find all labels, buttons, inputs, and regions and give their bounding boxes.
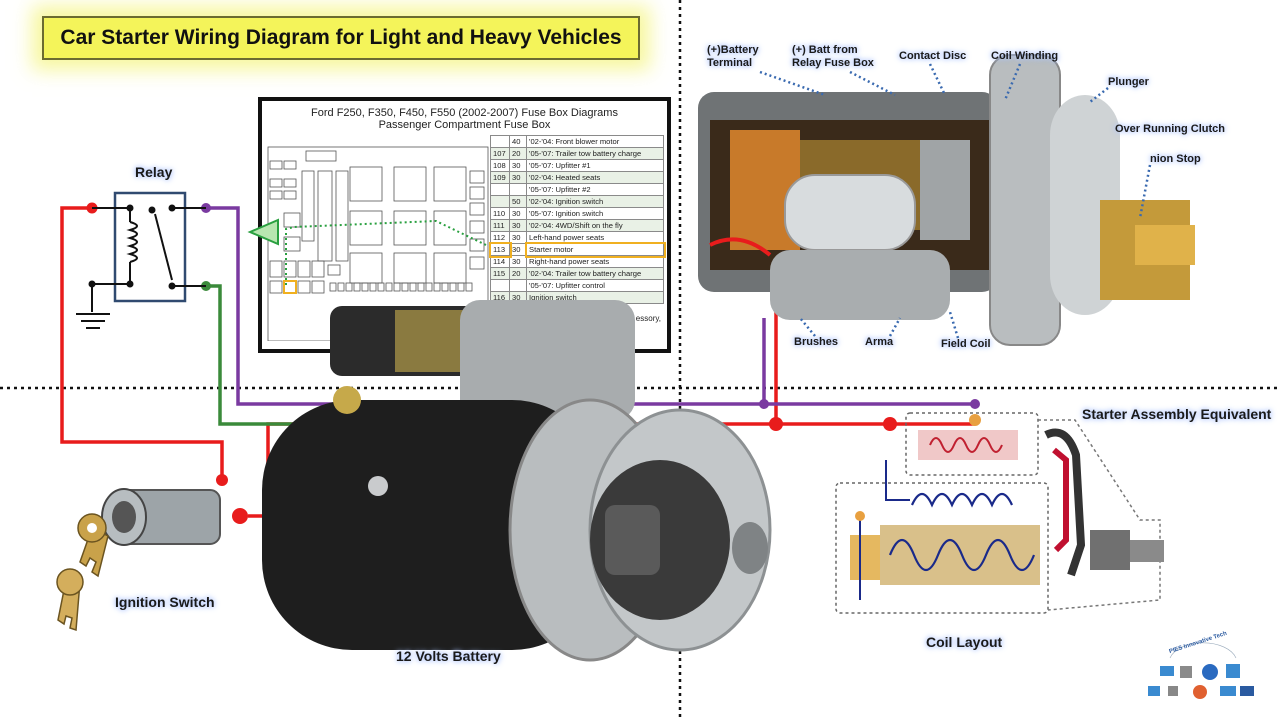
fuse-box-subheading: Passenger Compartment Fuse Box [378, 119, 551, 131]
red-terminal-ignition [216, 474, 228, 486]
batt-relay-label: (+) Batt from Relay Fuse Box [792, 44, 874, 69]
fuse-cell-desc: '02-'04: Heated seats [526, 171, 664, 184]
armature-label: Arma [865, 336, 894, 348]
ignition-switch-drawing [56, 488, 221, 632]
green-wire [206, 284, 300, 426]
starter-motor-drawing [262, 300, 772, 662]
relay-label: Relay [135, 164, 173, 180]
contact-disc-label: Contact Disc [899, 50, 967, 62]
overrunning-clutch-label: Over Running Clutch [1115, 123, 1225, 135]
fuse-box-title: Ford F250, F350, F450, F550 (2002-2007) … [262, 107, 667, 131]
battery-label: 12 Volts Battery [396, 648, 501, 664]
fuse-box-heading: Ford F250, F350, F450, F550 (2002-2007) … [311, 107, 618, 119]
brand-logo-graphic [1148, 642, 1254, 699]
pinion-stop-label: nion Stop [1150, 153, 1201, 165]
coil-layout-label: Coil Layout [926, 634, 1003, 650]
starter-cutaway-drawing [698, 54, 1195, 346]
fuse-box-layout-drawing [267, 146, 489, 341]
brand-logo: PIES Innovative Tech [1140, 631, 1260, 702]
title-banner: Car Starter Wiring Diagram for Light and… [42, 16, 640, 60]
fuse-cell-fuse: 109 [490, 171, 510, 184]
red-wire-ignition [60, 206, 224, 478]
coil-winding-label: Coil Winding [991, 50, 1059, 62]
fuse-cell-amp: 30 [509, 219, 527, 232]
fuse-cell-desc: '02-'04: Ignition switch [526, 195, 664, 208]
fuse-to-relay-arrow [247, 218, 279, 246]
red-terminal-battery [232, 508, 248, 524]
red-junction [769, 417, 783, 431]
brushes-label: Brushes [794, 336, 839, 348]
purple-junction [759, 399, 769, 409]
fuse-cell-fuse: 107 [490, 147, 510, 160]
field-coil-label: Field Coil [941, 338, 991, 350]
fuse-overflow-text: essory, [635, 314, 661, 323]
red-junction-coil [883, 417, 897, 431]
fuse-cell-amp: 30 [509, 171, 527, 184]
starter-assembly-label: Starter Assembly Equivalent [1082, 406, 1272, 422]
fuse-cell-desc: '05-'07: Trailer tow battery charge [526, 147, 664, 160]
battery-terminal-label: (+)Battery Terminal [707, 44, 759, 69]
purple-junction-coil [970, 399, 980, 409]
ground-symbol [76, 313, 110, 329]
plunger-label: Plunger [1108, 76, 1149, 88]
fuse-cell-amp: 20 [509, 147, 527, 160]
fuse-cell-fuse: 115 [490, 267, 510, 280]
relay-symbol [91, 191, 206, 312]
fuse-cell-amp: 30 [509, 243, 527, 256]
coil-layout-drawing [835, 412, 1164, 614]
fuse-row: 50'02-'04: Ignition switch [490, 195, 664, 208]
fuse-cell-amp: 20 [509, 267, 527, 280]
page-title: Car Starter Wiring Diagram for Light and… [60, 26, 622, 49]
ignition-switch-label: Ignition Switch [115, 594, 215, 610]
